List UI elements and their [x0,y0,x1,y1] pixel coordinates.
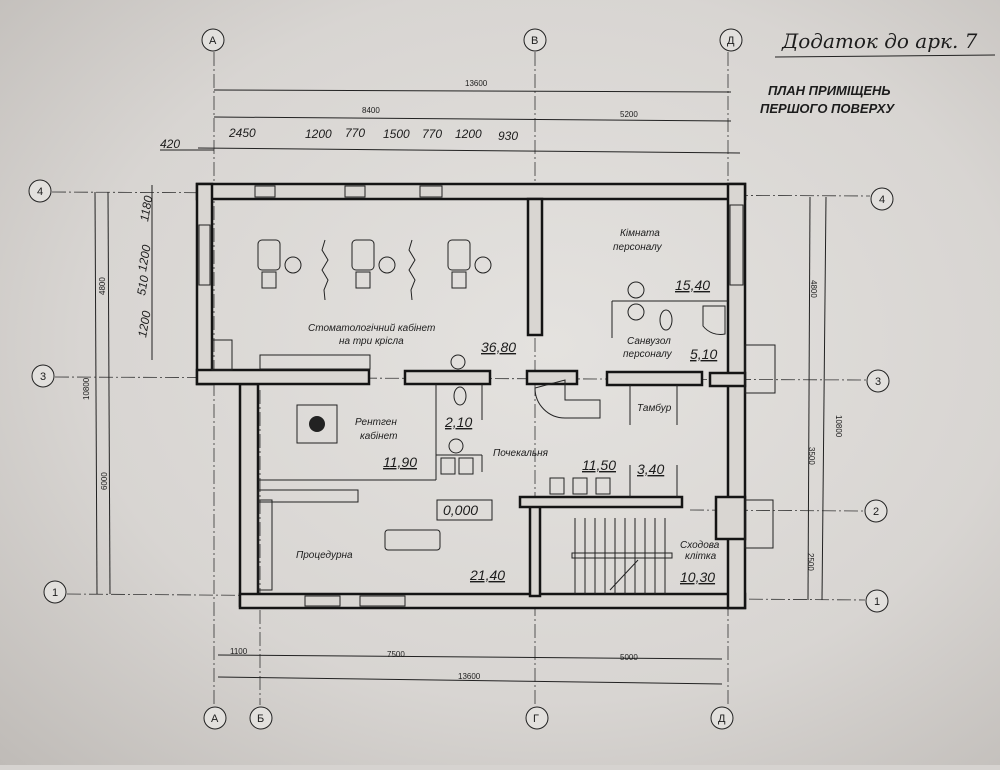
dim-top-detail: 1200 [305,127,332,141]
axis-label-bottom: Г [533,713,539,725]
dimension-lines: 13600 8400 5200 420 2450 1200 770 1500 7… [94,79,827,685]
dim-top-detail: 1200 [455,127,482,141]
dim-top-split: 5200 [620,110,638,119]
dim-top-detail: 2450 [228,126,256,140]
dim-top-split: 8400 [362,106,380,115]
dim-top-detail: 420 [160,137,180,151]
axis-label-bottom: А [211,713,219,725]
room-stairs-name: Сходова [680,540,720,551]
axis-label-right: 2 [873,506,879,518]
dim-right-split: 3500 [807,447,816,465]
room-xray-name: кабінет [360,430,397,442]
room-labels: Стоматологічний кабінет на три крісла 36… [296,228,720,585]
dental-chair-icon [257,239,302,289]
dim-bottom-split: 7500 [387,650,405,659]
dim-bottom-total: 13600 [458,672,481,681]
furniture [211,239,726,591]
dim-left-split: 6000 [100,472,109,490]
room-procedure-area: 21,40 [469,567,505,583]
sheet-header: Додаток до арк. 7 ПЛАН ПРИМІЩЕНЬ ПЕРШОГО… [760,29,996,116]
radiation-icon [309,416,325,432]
axis-label-right: 1 [874,596,880,608]
dim-left-detail: 1200 [135,243,153,272]
dental-chair-icon [447,239,492,289]
appendix-note: Додаток до арк. 7 [781,29,978,53]
dim-top-detail: 770 [345,126,365,140]
room-staff-name: Кімната [620,228,660,239]
room-xray-area: 11,90 [383,454,417,470]
room-wc-name: Санвузол [627,336,671,347]
room-wc-name: персоналу [623,349,673,360]
room-dental-name: на три крісла [339,336,404,347]
dim-left-split: 4800 [98,277,107,295]
room-stairs-name: клітка [685,551,717,562]
plan-title-line1: ПЛАН ПРИМІЩЕНЬ [768,83,891,98]
dim-left-detail: 1200 [135,309,153,338]
axis-label-bottom: Д [718,713,726,725]
room-toilet-area: 2,10 [444,414,472,430]
dim-right-split: 4800 [809,280,818,298]
dim-right-total: 10800 [834,415,843,438]
note-underline [774,54,996,58]
plan-title-line2: ПЕРШОГО ПОВЕРХУ [760,101,895,116]
room-dental-area: 36,80 [481,339,516,355]
room-wc-area: 5,10 [690,346,717,362]
dim-top-detail: 1500 [383,127,410,141]
room-vestibule-area: 3,40 [637,461,664,477]
reception-desk [534,379,601,419]
couch-icon [384,529,441,551]
room-staff-name: персоналу [613,242,663,253]
dim-bottom-split: 1100 [230,647,248,656]
room-dental-name: Стоматологічний кабінет [308,322,435,334]
axis-label-left: 3 [40,371,46,383]
axis-label-top: Д [727,35,735,47]
dim-left-detail: 510 [134,274,151,296]
dim-left-total: 10800 [82,377,91,400]
axis-label-right: 3 [875,376,881,388]
dim-bottom-split: 5000 [620,653,638,662]
xray-unit-icon [296,404,338,444]
dental-chair-icon [351,239,396,289]
level-mark-box [436,499,493,521]
axis-label-top: В [531,35,538,47]
room-vestibule-name: Тамбур [637,402,672,414]
axis-label-top: А [209,35,217,47]
walls [195,182,747,610]
room-stairs-area: 10,30 [680,569,715,585]
dim-top-total: 13600 [465,79,488,88]
dim-top-detail: 770 [422,127,442,141]
axis-label-left: 1 [52,587,58,599]
room-waiting-area: 11,50 [582,457,616,473]
dim-top-detail: 930 [498,129,518,143]
axis-label-right: 4 [879,194,885,206]
axis-label-left: 4 [37,186,43,198]
dim-right-split: 2500 [806,553,815,571]
floor-level-mark: 0,000 [443,502,478,518]
dim-left-detail: 1180 [137,194,155,222]
staircase [571,344,776,594]
axis-markers: А В Д А Б Г Д 4 3 1 4 3 2 1 [28,28,894,730]
axis-label-bottom: Б [257,713,264,725]
room-staff-area: 15,40 [675,277,710,293]
room-procedure-name: Процедурна [296,550,353,561]
room-waiting-name: Почекальня [493,448,549,459]
room-xray-name: Рентген [355,417,397,428]
